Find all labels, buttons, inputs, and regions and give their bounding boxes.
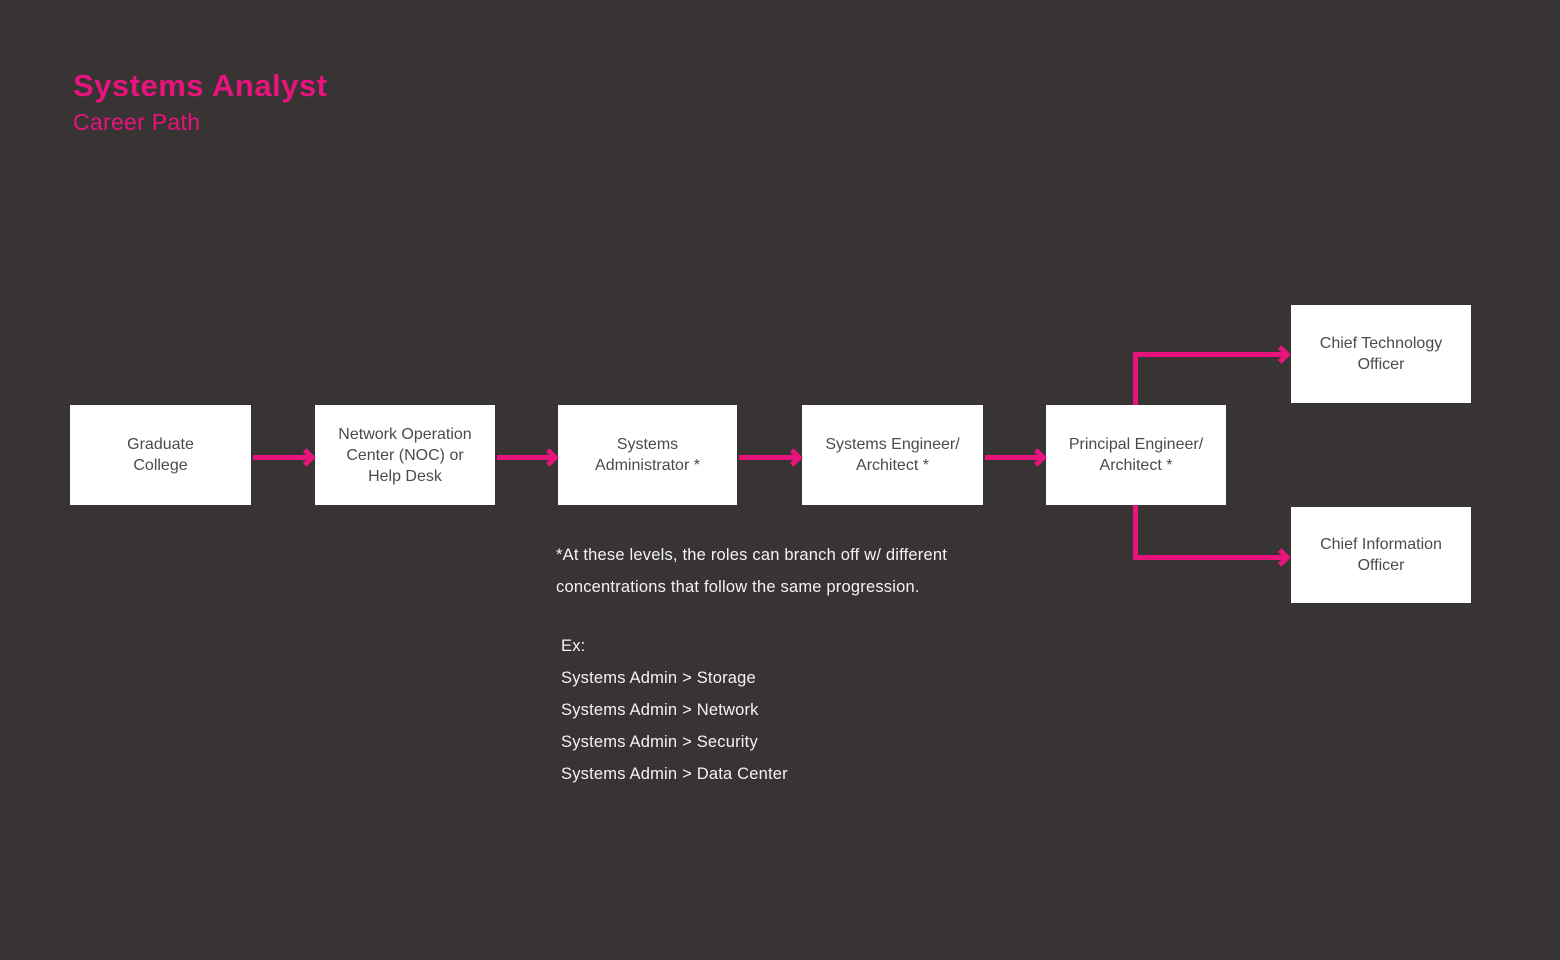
example-item: Systems Admin > Network bbox=[561, 701, 759, 719]
arrowhead-icon bbox=[1272, 548, 1291, 567]
arrow-noc-to-sysadmin bbox=[497, 448, 559, 467]
node-principal-engineer-architect: Principal Engineer/ Architect * bbox=[1046, 405, 1226, 505]
arrowhead-icon bbox=[1272, 345, 1291, 364]
footnote-line-1: *At these levels, the roles can branch o… bbox=[556, 546, 948, 564]
footnote: *At these levels, the roles can branch o… bbox=[556, 539, 947, 790]
node-chief-information-officer: Chief Information Officer bbox=[1291, 507, 1471, 603]
branch-principal-to-cto bbox=[1133, 345, 1291, 405]
page-title: Systems Analyst bbox=[73, 68, 328, 103]
footnote-line-2: concentrations that follow the same prog… bbox=[556, 578, 920, 596]
page-subtitle: Career Path bbox=[73, 109, 201, 135]
node-chief-technology-officer: Chief Technology Officer bbox=[1291, 305, 1471, 403]
arrowhead-icon bbox=[784, 448, 803, 467]
node-graduate-college: Graduate College bbox=[70, 405, 251, 505]
node-noc-help-desk: Network Operation Center (NOC) or Help D… bbox=[315, 405, 495, 505]
node-systems-administrator: Systems Administrator * bbox=[558, 405, 737, 505]
node-systems-engineer-architect: Systems Engineer/ Architect * bbox=[802, 405, 983, 505]
example-item: Systems Admin > Storage bbox=[561, 669, 756, 687]
arrow-sysadmin-to-engineer bbox=[739, 448, 803, 467]
examples-heading: Ex: bbox=[561, 637, 586, 655]
arrow-engineer-to-principal bbox=[985, 448, 1047, 467]
example-item: Systems Admin > Data Center bbox=[561, 765, 788, 783]
header: Systems Analyst Career Path bbox=[73, 68, 327, 136]
arrowhead-icon bbox=[297, 448, 316, 467]
example-item: Systems Admin > Security bbox=[561, 733, 758, 751]
arrowhead-icon bbox=[1028, 448, 1047, 467]
branch-principal-to-cio bbox=[1133, 505, 1291, 567]
arrow-graduate-to-noc bbox=[253, 448, 316, 467]
arrowhead-icon bbox=[540, 448, 559, 467]
